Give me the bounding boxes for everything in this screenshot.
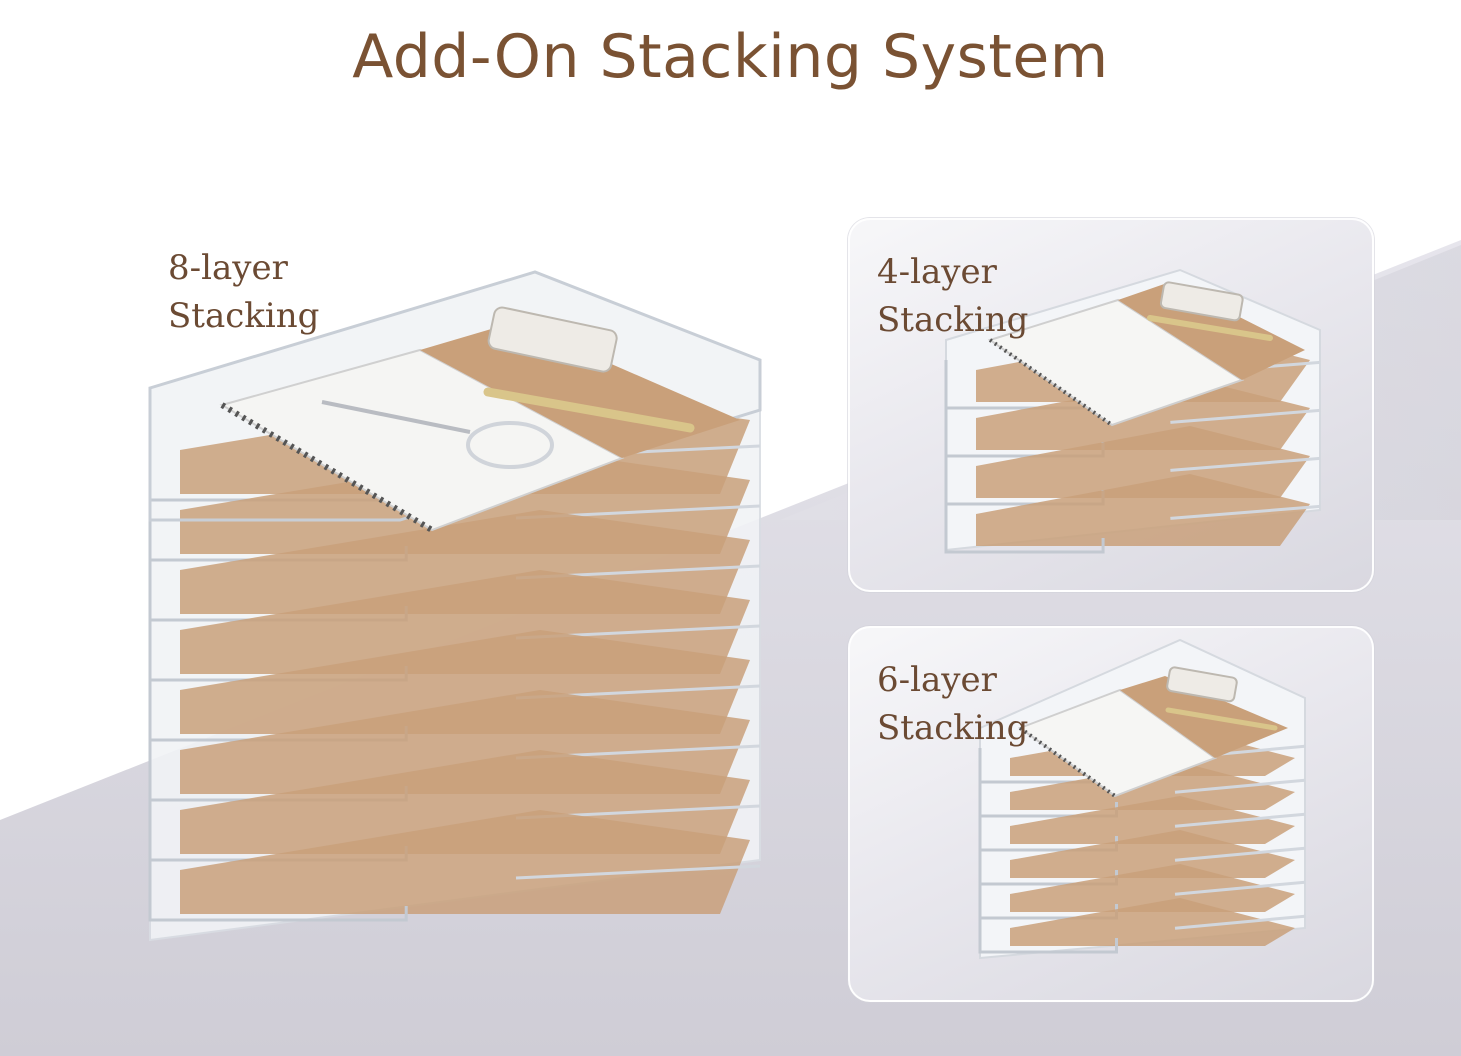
- eight-layer-label: 8-layer Stacking: [168, 244, 319, 340]
- four-layer-panel: 4-layer Stacking: [848, 218, 1374, 592]
- four-layer-label-line2: Stacking: [877, 300, 1029, 340]
- four-layer-tray-illustration: [944, 268, 1321, 554]
- four-layer-tray-stack: [944, 268, 1321, 554]
- four-layer-label-line1: 4-layer: [877, 252, 997, 292]
- six-layer-label-line2: Stacking: [877, 708, 1029, 748]
- six-layer-label-line1: 6-layer: [877, 660, 997, 700]
- eight-layer-label-line1: 8-layer: [168, 248, 288, 288]
- eight-layer-tray-stack: [148, 270, 762, 942]
- six-layer-tray-stack: [978, 638, 1306, 960]
- four-layer-label: 4-layer Stacking: [877, 248, 1028, 344]
- page-title: Add-On Stacking System: [352, 22, 1109, 92]
- eight-layer-label-line2: Stacking: [168, 296, 320, 336]
- six-layer-panel: 6-layer Stacking: [848, 626, 1374, 1002]
- six-layer-label: 6-layer Stacking: [877, 656, 1028, 752]
- six-layer-tray-illustration: [978, 638, 1306, 960]
